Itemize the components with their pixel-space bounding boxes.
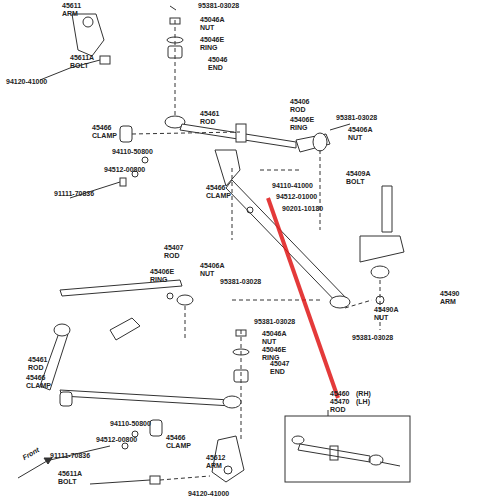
part-name: NUT bbox=[200, 270, 214, 278]
idler-arm bbox=[72, 14, 104, 56]
part-name: ROD bbox=[28, 364, 44, 372]
part-name: BOLT bbox=[346, 178, 365, 186]
part-name: NUT bbox=[374, 314, 388, 322]
callout-number: 94512-00800 bbox=[104, 166, 145, 174]
callout-number: 94120-41000 bbox=[188, 490, 229, 498]
callout-number: 45470 bbox=[330, 398, 349, 406]
front-label: Front bbox=[21, 446, 40, 462]
callout-number: 45407 bbox=[164, 244, 183, 252]
callout-number: 45046E bbox=[200, 36, 224, 44]
callout-number: 45490 bbox=[440, 290, 459, 298]
part-name: RING bbox=[150, 276, 168, 284]
callout-number: 45406 bbox=[290, 98, 309, 106]
part-name: (RH) bbox=[356, 390, 371, 398]
callout-number: 45460 bbox=[330, 390, 349, 398]
part-name: END bbox=[208, 64, 223, 72]
callout-number: 94512-01000 bbox=[276, 193, 317, 201]
callout-number: 91111-70836 bbox=[54, 190, 94, 198]
part-name: ARM bbox=[440, 298, 456, 306]
callout-number: 95381-03028 bbox=[198, 2, 239, 10]
part-name: RING bbox=[200, 44, 218, 52]
part-name: RING bbox=[290, 124, 308, 132]
part-name: ROD bbox=[200, 118, 216, 126]
callout-number: 95381-03028 bbox=[336, 114, 377, 122]
part-name: CLAMP bbox=[166, 442, 191, 450]
callout-number: 45612 bbox=[206, 454, 225, 462]
part-name: CLAMP bbox=[26, 382, 51, 390]
callout-number: 45046 bbox=[208, 56, 227, 64]
callout-number: 94120-41000 bbox=[6, 78, 47, 86]
callout-number: 95381-03028 bbox=[220, 278, 261, 286]
callout-number: 45611A bbox=[70, 54, 94, 62]
part-name: CLAMP bbox=[206, 192, 231, 200]
red-pointer bbox=[268, 198, 338, 398]
callout-number: 45466 bbox=[26, 374, 45, 382]
callout-number: 45046A bbox=[200, 16, 225, 24]
part-name: BOLT bbox=[58, 478, 77, 486]
callout-number: 95381-03028 bbox=[254, 318, 295, 326]
callout-number: 45466 bbox=[206, 184, 225, 192]
callout-number: 45409A bbox=[346, 170, 371, 178]
callout-number: 94512-00800 bbox=[96, 436, 137, 444]
callout-number: 94110-50800 bbox=[110, 420, 151, 428]
callout-number: 94110-41000 bbox=[272, 182, 313, 190]
callout-number: 45461 bbox=[28, 356, 47, 364]
part-name: ROD bbox=[330, 406, 346, 414]
callout-number: 45406A bbox=[348, 126, 373, 134]
part-name: BOLT bbox=[70, 62, 89, 70]
callout-number: 45046A bbox=[262, 330, 287, 338]
callout-number: 45466 bbox=[166, 434, 185, 442]
callout-number: 45406A bbox=[200, 262, 225, 270]
callout-number: 45466 bbox=[92, 124, 111, 132]
callout-number: 45406E bbox=[290, 116, 314, 124]
callout-number: 45046E bbox=[262, 346, 286, 354]
part-name: NUT bbox=[200, 24, 214, 32]
callout-number: 45047 bbox=[270, 360, 289, 368]
callout-number: 90201-10180 bbox=[282, 205, 323, 213]
callout-number: 45461 bbox=[200, 110, 219, 118]
callout-number: 94110-50800 bbox=[112, 148, 153, 156]
part-name: END bbox=[270, 368, 285, 376]
callout-number: 45611A bbox=[58, 470, 82, 478]
part-name: (LH) bbox=[356, 398, 370, 406]
part-name: ARM bbox=[206, 462, 222, 470]
callout-number: 45406E bbox=[150, 268, 174, 276]
part-name: NUT bbox=[262, 338, 276, 346]
callout-number: 95381-03028 bbox=[352, 334, 393, 342]
part-name: ROD bbox=[290, 106, 306, 114]
callout-number: 91111-70836 bbox=[50, 452, 90, 460]
callout-number: 45611 bbox=[62, 2, 81, 10]
part-name: ARM bbox=[62, 10, 78, 18]
callout-number: 45490A bbox=[374, 306, 399, 314]
part-name: NUT bbox=[348, 134, 362, 142]
part-name: ROD bbox=[164, 252, 180, 260]
part-name: CLAMP bbox=[92, 132, 117, 140]
